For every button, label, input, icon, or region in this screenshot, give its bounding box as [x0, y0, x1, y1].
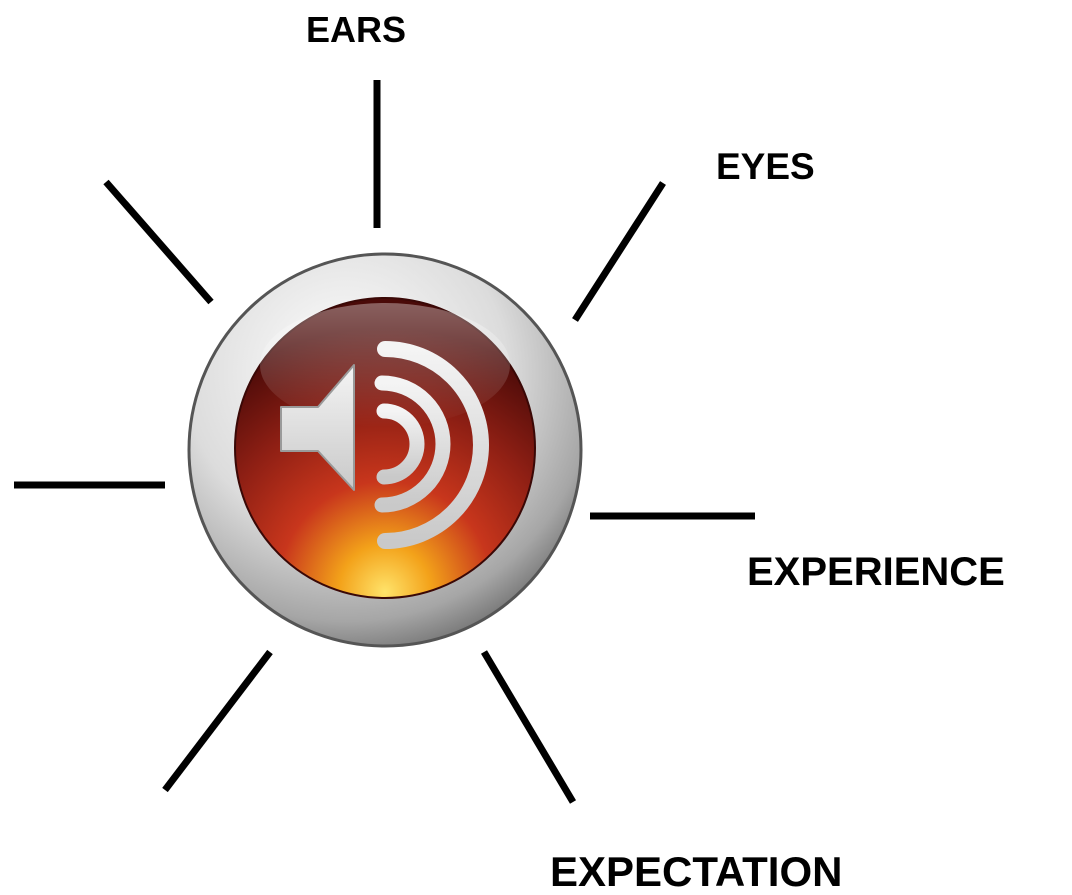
ray-lower-right [480, 650, 577, 804]
ray-upper-left [103, 179, 214, 305]
sound-wave-medium [374, 375, 451, 513]
label-eyes: EYES [716, 146, 815, 187]
label-experience: EXPERIENCE [747, 550, 1005, 594]
label-ears: EARS [306, 9, 407, 50]
ray-upper-right [572, 181, 666, 322]
sound-wave-large [377, 341, 489, 549]
sound-wave-small [376, 403, 425, 485]
label-expectation: EXPECTATION [550, 848, 843, 895]
speaker-volume-icon [187, 252, 583, 648]
speaker-cone-glyph [280, 364, 355, 491]
ray-lower-left [162, 649, 273, 793]
icon-gloss [260, 303, 510, 427]
